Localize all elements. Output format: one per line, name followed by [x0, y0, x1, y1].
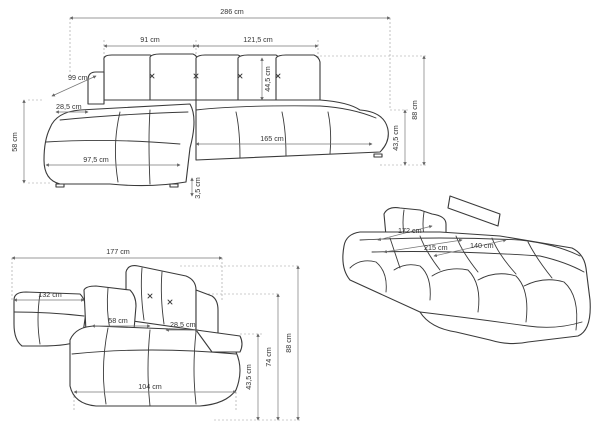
- bed-sofa: [342, 195, 591, 345]
- dim-side-back-height: 74 cm: [264, 347, 273, 367]
- dim-side-seat-height: 43,5 cm: [244, 364, 253, 390]
- front-view: 286 cm 91 cm 121,5 cm 99 cm 28,5 cm 58 c…: [10, 7, 428, 199]
- dim-side-overall-height: 88 cm: [284, 333, 293, 353]
- dim-side-chaise-depth: 104 cm: [138, 382, 162, 391]
- front-sofa: [43, 53, 389, 188]
- dim-arm-width: 28,5 cm: [56, 102, 82, 111]
- side-view: 177 cm 132 cm 58 cm 28,5 cm 104 cm 43,5 …: [11, 247, 300, 421]
- dim-side-length: 177 cm: [106, 247, 130, 256]
- dim-overall-height: 88 cm: [410, 100, 419, 120]
- bed-view: 172 cm 215 cm 140 cm: [342, 195, 591, 345]
- dim-chaise-width: 97,5 cm: [83, 155, 109, 164]
- dim-side-arm-width: 28,5 cm: [170, 320, 196, 329]
- dim-side-chaise-length: 132 cm: [38, 290, 62, 299]
- dim-back-left: 91 cm: [140, 35, 160, 44]
- dim-cushion-height: 44,5 cm: [263, 66, 272, 92]
- dim-bed-inner: 140 cm: [470, 241, 494, 250]
- dim-side-seat-depth: 58 cm: [108, 316, 128, 325]
- dim-seat-height: 43,5 cm: [391, 125, 400, 151]
- dim-back-right: 121,5 cm: [243, 35, 273, 44]
- dim-bed-width: 172 cm: [398, 226, 422, 235]
- dim-overall-width: 286 cm: [220, 7, 244, 16]
- dim-leg-height: 3,5 cm: [193, 177, 202, 199]
- dim-arm-depth: 99 cm: [68, 73, 88, 82]
- side-sofa: [13, 265, 243, 407]
- dim-chaise-side: 58 cm: [10, 132, 19, 152]
- dim-seat-length: 165 cm: [260, 134, 284, 143]
- dim-bed-length: 215 cm: [424, 243, 448, 252]
